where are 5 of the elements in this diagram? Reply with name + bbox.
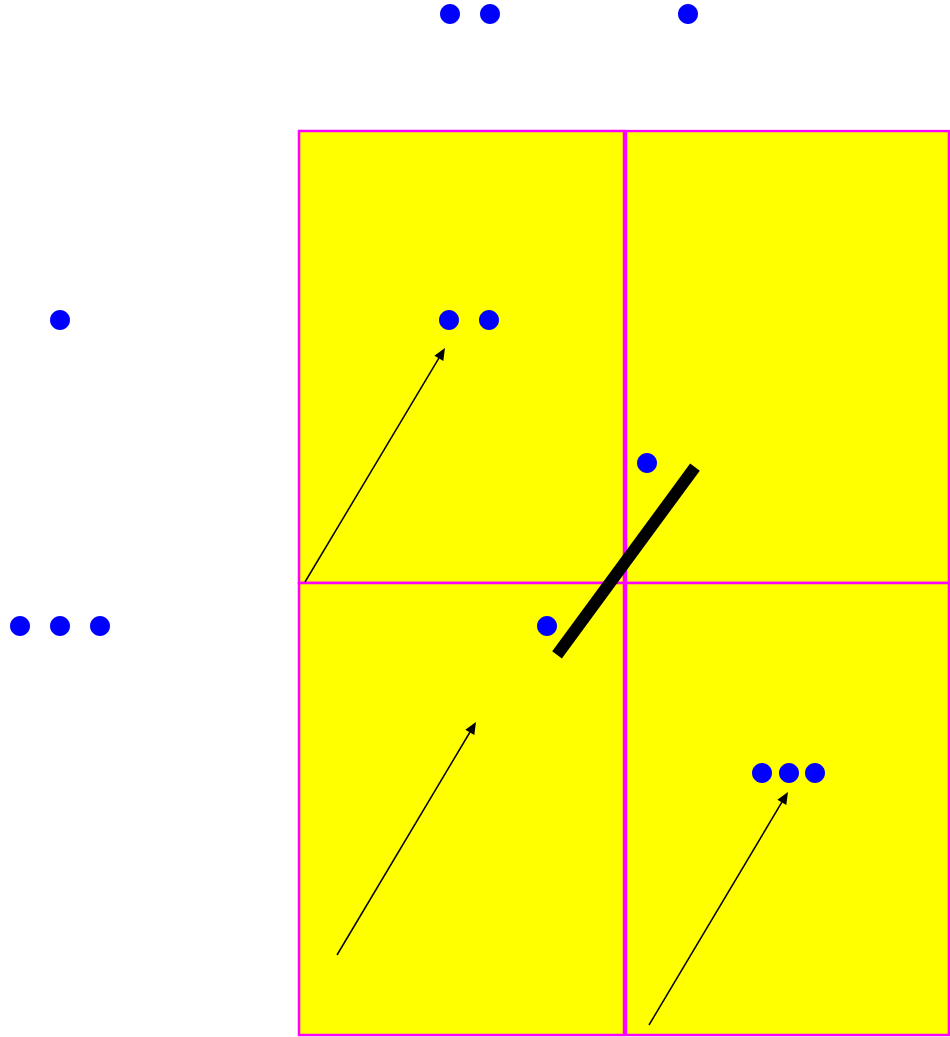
panel xyxy=(624,129,950,585)
panel xyxy=(624,581,950,1037)
panel xyxy=(297,581,626,1037)
panel xyxy=(297,129,626,585)
barrier-bar xyxy=(552,463,700,659)
